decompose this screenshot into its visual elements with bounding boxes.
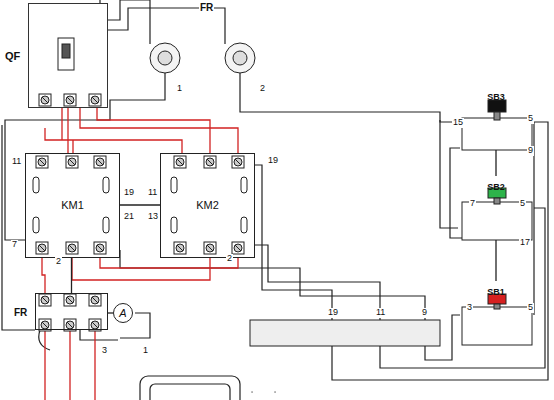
component-label: A — [117, 307, 128, 319]
terminal-number: 2 — [226, 254, 233, 264]
terminal-number: 19 — [123, 188, 135, 198]
component-label: KM1 — [59, 199, 86, 211]
terminal-number: 15 — [452, 118, 464, 128]
wire — [495, 240, 496, 281]
terminal-number: 5 — [519, 199, 526, 209]
terminal-number: 9 — [421, 308, 428, 318]
terminal-number: 11 — [147, 188, 158, 198]
ammeter: A — [113, 303, 133, 323]
terminal-number: 5 — [527, 114, 534, 124]
component-label: SB2 — [487, 183, 505, 193]
wire — [71, 258, 72, 293]
terminal-number: 1 — [142, 346, 149, 356]
terminal-number: 2 — [55, 257, 62, 267]
terminal-number: 19 — [267, 156, 279, 166]
component-label: FR — [14, 307, 27, 318]
terminal-number: 5 — [527, 303, 534, 313]
terminal-number: 2 — [259, 84, 266, 94]
terminal-number: 3 — [101, 346, 108, 356]
circuit-breaker: QF — [28, 3, 108, 108]
component-label: SB1 — [487, 288, 505, 298]
terminal-number: FR — [199, 2, 214, 13]
terminal-number: 21 — [123, 212, 135, 222]
terminal-number: 7 — [11, 240, 18, 250]
thermal-relay: FR — [35, 293, 108, 330]
terminal-number: 7 — [469, 199, 476, 209]
component-label: SB3 — [487, 93, 505, 103]
terminal-number: 13 — [147, 212, 159, 222]
wire — [495, 150, 496, 176]
component-label: KM2 — [194, 199, 221, 211]
push-button: SB1 — [455, 281, 537, 346]
wire — [67, 108, 68, 153]
terminal-number: 1 — [176, 84, 183, 94]
terminal-number: 17 — [519, 238, 531, 248]
push-button: SB3 — [455, 86, 537, 150]
terminal-number: 11 — [375, 308, 386, 318]
terminal-number: 9 — [527, 146, 534, 156]
terminal-number: 3 — [466, 303, 473, 313]
contactor: KM1 — [25, 153, 120, 258]
terminal-number: 19 — [327, 308, 339, 318]
terminal-number: 11 — [11, 157, 22, 167]
contactor: KM2 — [160, 153, 255, 258]
wire — [120, 204, 160, 205]
component-label: QF — [5, 50, 20, 62]
